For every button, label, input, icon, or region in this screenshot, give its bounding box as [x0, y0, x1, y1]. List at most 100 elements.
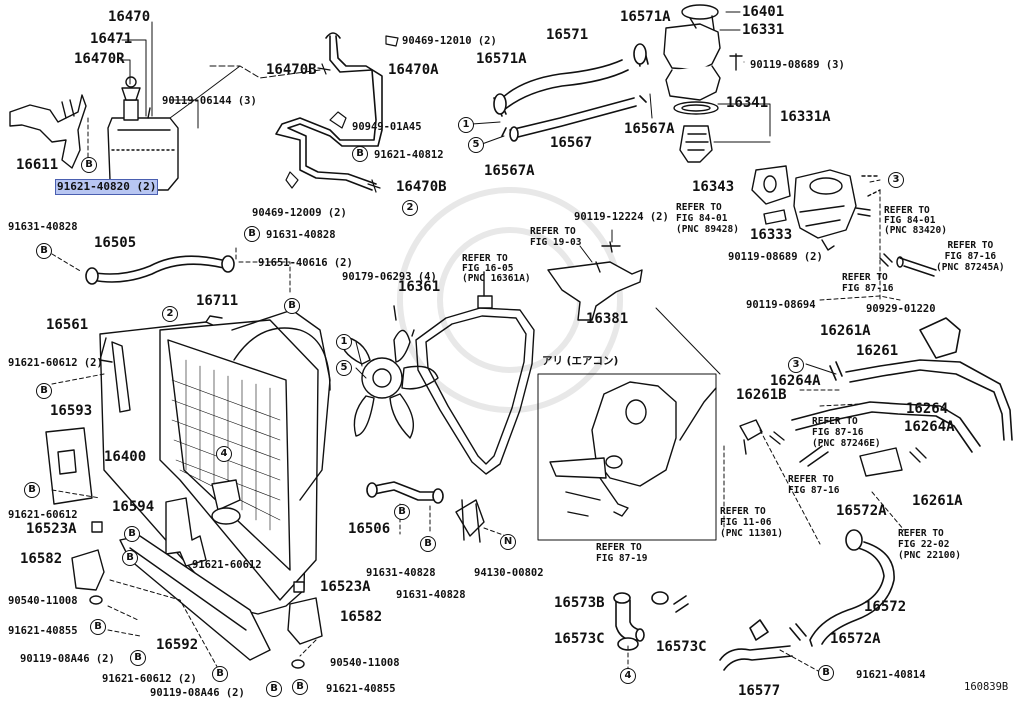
ref-fig-22-02: REFER TO FIG 22-02 (PNC 22100) [898, 528, 961, 561]
hose-16264 [791, 401, 981, 453]
marker-b: B [266, 681, 282, 697]
label-90119-08A46-a: 90119-08A46 (2) [20, 653, 115, 665]
ref-fig-84-01-b: REFER TO FIG 84-01 (PNC 83420) [884, 206, 947, 236]
ref-line: REFER TO [812, 416, 858, 427]
ref-line: FIG 19-03 [530, 237, 582, 248]
label-91631-40828-d: 91631-40828 [396, 589, 466, 601]
label-91631-40828-b: 91631-40828 [266, 229, 336, 241]
ref-fig-87-16-a: REFER TO FIG 87-16 (PNC 87245A) [936, 240, 1005, 273]
ref-line: FIG 87-16 [842, 283, 894, 294]
leaders-radiator [51, 373, 317, 673]
label-16470: 16470 [108, 9, 151, 25]
marker-3: 3 [888, 172, 904, 188]
ref-line: FIG 84-01 [884, 215, 936, 226]
label-94130-00802: 94130-00802 [474, 567, 544, 579]
label-90119-08689-2: 90119-08689 (2) [728, 251, 823, 263]
fan-16361 [340, 305, 439, 439]
ref-line: FIG 87-16 [812, 427, 864, 438]
ref-fig-87-19: REFER TO FIG 87-19 [596, 542, 647, 564]
heater-hose-16261 [829, 317, 1013, 441]
note-aircon: アリ (エアコン) [542, 355, 619, 367]
marker-3: 3 [788, 357, 804, 373]
pipe-16506 [366, 481, 444, 504]
clamp-16470B [285, 35, 399, 193]
marker-b: B [81, 157, 97, 173]
label-16567A-a: 16567A [624, 121, 675, 137]
ref-fig-16-05: REFER TO FIG 16-05 (PNC 16361A) [462, 254, 531, 284]
ref-line: (PNC 87246E) [812, 438, 881, 449]
ref-line: REFER TO [676, 202, 722, 213]
aircon-frame [537, 307, 721, 541]
marker-b: B [36, 243, 52, 259]
pipe-16577 [719, 619, 793, 671]
ref-line: FIG 16-05 [462, 263, 514, 274]
leaders-1 [87, 21, 321, 193]
label-16343: 16343 [692, 179, 735, 195]
pad-16593 [45, 427, 93, 505]
marker-b: B [24, 482, 40, 498]
leaders-16505 [51, 247, 291, 293]
ref-line: FIG 22-02 [898, 539, 950, 550]
label-16505: 16505 [94, 235, 137, 251]
ref-line: FIG 11-06 [720, 517, 772, 528]
marker-b: B [244, 226, 260, 242]
connector-lines [355, 121, 837, 379]
label-91621-40855-b: 91621-40855 [326, 683, 396, 695]
ref-line: (PNC 16361A) [462, 273, 531, 284]
label-16572: 16572 [864, 599, 907, 615]
marker-b: B [394, 504, 410, 520]
label-16261A-a: 16261A [820, 323, 871, 339]
label-90540-11008-a: 90540-11008 [8, 595, 78, 607]
label-90119-08689-3: 90119-08689 (3) [750, 59, 845, 71]
label-16571: 16571 [546, 27, 589, 43]
label-16381: 16381 [586, 311, 629, 327]
ref-fig-19-03: REFER TO FIG 19-03 [530, 226, 581, 248]
label-90469-12009: 90469-12009 (2) [252, 207, 347, 219]
label-90119-06144: 90119-06144 (3) [162, 95, 257, 107]
marker-b: B [292, 679, 308, 695]
pipe-16261A [859, 447, 927, 477]
pipe-16505 [85, 255, 235, 285]
label-16264: 16264 [906, 401, 949, 417]
label-16573C-b: 16573C [656, 639, 707, 655]
label-90949-01A45: 90949-01A45 [352, 121, 422, 133]
marker-b: B [212, 666, 228, 682]
ref-line: FIG 87-16 [944, 251, 997, 262]
ref-line: (PNC 83420) [884, 225, 947, 236]
marker-b: B [130, 650, 146, 666]
ref-line: REFER TO [720, 506, 766, 517]
ref-line: (PNC 22100) [898, 550, 961, 561]
label-16571A-b: 16571A [476, 51, 527, 67]
ref-line: FIG 87-19 [596, 553, 648, 564]
ref-fig-84-01-a: REFER TO FIG 84-01 (PNC 89428) [676, 202, 739, 235]
label-90179-06293: 90179-06293 (4) [342, 271, 437, 283]
ref-line: (PNC 89428) [676, 224, 739, 235]
label-91621-40820[interactable]: 91621-40820 (2) [54, 179, 159, 195]
label-16577: 16577 [738, 683, 781, 699]
label-91631-40828-c: 91631-40828 [366, 567, 436, 579]
label-16331A: 16331A [780, 109, 831, 125]
tee-16261B [739, 419, 785, 455]
marker-1: 1 [458, 117, 474, 133]
label-91631-40828-a: 91631-40828 [8, 221, 78, 233]
label-16561: 16561 [46, 317, 89, 333]
label-16567A-b: 16567A [484, 163, 535, 179]
bracket-94130 [455, 499, 485, 543]
small-hose-right [879, 253, 937, 277]
bracket-16611 [9, 94, 87, 169]
marker-b: B [284, 298, 300, 314]
hose-16470A [275, 32, 383, 191]
label-90119-12224: 90119-12224 (2) [574, 211, 669, 223]
ref-line: (PNC 11301) [720, 528, 783, 539]
label-16401: 16401 [742, 4, 785, 20]
ref-line: REFER TO [788, 474, 834, 485]
label-16592: 16592 [156, 637, 199, 653]
label-91621-40812: 91621-40812 [374, 149, 444, 161]
label-16506: 16506 [348, 521, 391, 537]
leaders-right [627, 389, 905, 673]
ref-fig-11-06: REFER TO FIG 11-06 (PNC 11301) [720, 506, 783, 539]
label-90119-08A46-b: 90119-08A46 (2) [150, 687, 245, 699]
diagram-id: 160839B [964, 681, 1009, 693]
marker-b: B [352, 146, 368, 162]
